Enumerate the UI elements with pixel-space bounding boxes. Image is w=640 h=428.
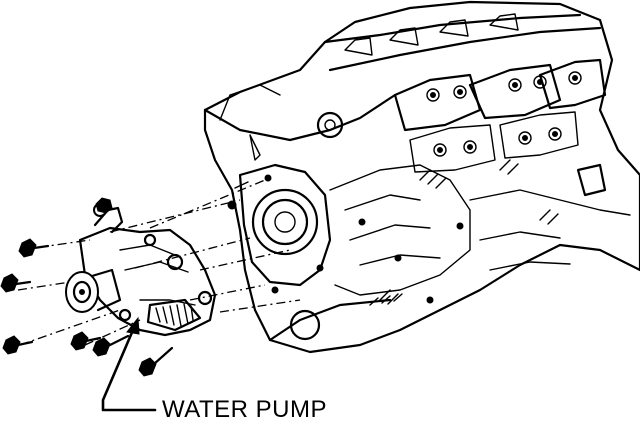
mounting-bolts (0, 197, 174, 377)
bolt-3 (2, 335, 34, 355)
bolt-5 (92, 334, 130, 357)
water-pump (65, 203, 217, 337)
callout-leader (101, 316, 157, 412)
water-pump-label: WATER PUMP (162, 396, 327, 423)
bolt-2 (0, 273, 32, 293)
bolt-6 (138, 346, 174, 377)
alignment-lines (17, 179, 301, 346)
gasket-outline (146, 298, 202, 332)
bolt-7 (95, 197, 113, 214)
bolt-4 (70, 331, 102, 351)
bolt-1 (18, 238, 50, 258)
engine-block (203, 0, 640, 354)
pulley-hub (65, 268, 122, 313)
